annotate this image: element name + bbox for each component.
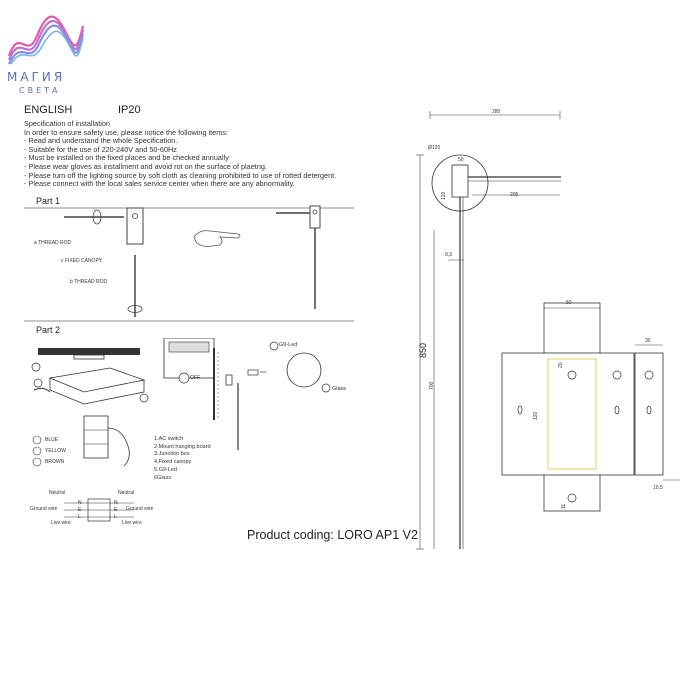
- product-coding: Product coding: LORO AP1 V2: [247, 528, 418, 542]
- wiring-live-right: Live wire: [122, 520, 142, 526]
- pointing-hand-icon: [193, 230, 241, 247]
- color-blue: BLUE: [45, 437, 59, 443]
- wiring-ground-right: Ground wire: [126, 506, 154, 512]
- wiring-e-left: E: [78, 507, 82, 513]
- glass-label: Glass: [332, 386, 347, 392]
- component-item: 1.AC switch: [154, 436, 184, 442]
- dim-bracket-width: 50: [566, 300, 572, 306]
- wiring-ground-left: Ground wire: [30, 506, 58, 512]
- assembled-lamp-icon: [276, 205, 321, 309]
- wiring-e-right: E: [114, 507, 118, 513]
- label-thread-rod-b: b THREAD ROD: [70, 279, 108, 285]
- dim-9-3: 9,3: [445, 252, 452, 258]
- component-item: 6Glass: [154, 474, 172, 481]
- thread-rod-b-icon: [127, 255, 143, 317]
- dim-205: 205: [510, 192, 519, 198]
- ceiling-mount-icon: [31, 348, 149, 405]
- dim-side-width: 30: [645, 338, 651, 344]
- spec-line: In order to ensure safety use, please no…: [24, 127, 229, 137]
- dim-bracket-height: 120: [533, 411, 539, 420]
- color-yellow: YELLOW: [45, 448, 66, 454]
- fixed-canopy-icon: [126, 207, 144, 245]
- part2-title: Part 2: [36, 325, 61, 335]
- off-label: OFF: [190, 375, 200, 381]
- g9-led-bulb-icon: [247, 341, 279, 376]
- dim-120-diameter: Ø120: [428, 145, 441, 151]
- dim-280: 280: [492, 109, 501, 115]
- spec-title: Specification of installation: [24, 119, 110, 128]
- dim-side-bottom: 10,5: [653, 485, 663, 491]
- color-brown: BROWN: [45, 459, 65, 465]
- wiring-live: Live wire: [51, 520, 71, 526]
- wiring-l-right: L: [114, 514, 117, 520]
- dim-50: 50: [458, 157, 464, 163]
- wiring-l-left: L: [78, 514, 81, 520]
- label-fixed-canopy: c FIXED CANOPY: [61, 258, 103, 264]
- component-item: 5.G9-Led: [154, 466, 177, 473]
- wall-lamp-side-icon: [213, 348, 239, 450]
- label-thread-rod-a: a THREAD ROD: [34, 240, 72, 246]
- wiring-block-icon: [32, 415, 130, 467]
- components-list: 1.AC switch 2.Mount hanging board 3.Junc…: [154, 436, 211, 482]
- technical-drawing: [416, 111, 680, 550]
- part1-illustration: [64, 205, 321, 317]
- ip-rating: IP20: [118, 104, 141, 116]
- spec-line: - Must be installed on the fixed places …: [24, 153, 229, 163]
- dim-700: 700: [429, 381, 435, 390]
- dim-850: 850: [418, 342, 428, 358]
- dim-bracket-bottom: 11: [561, 503, 567, 509]
- wiring-neutral-left: Neutral: [49, 490, 66, 496]
- spec-line: - Please turn off the lighting source by…: [24, 170, 337, 180]
- spec-line: - Read and understand the whole Specific…: [24, 136, 178, 146]
- dim-120: 120: [441, 191, 447, 200]
- logo-subtitle: СВЕТА: [19, 86, 61, 95]
- wiring-n-right: N: [114, 500, 118, 506]
- glass-shade-icon: [286, 352, 331, 393]
- language-label: ENGLISH: [24, 104, 73, 116]
- spec-line: - Please wear gloves as installment and …: [24, 161, 267, 171]
- component-item: 2.Mount hanging board: [154, 443, 211, 450]
- part2-divider: [24, 320, 354, 322]
- logo-title: МАГИЯ: [7, 70, 66, 84]
- wiring-neutral-right: Neutral: [118, 490, 135, 496]
- brand-logo: МАГИЯ СВЕТА: [5, 6, 85, 96]
- component-item: 4.Fixed canopy: [154, 459, 192, 466]
- part1-divider: [24, 207, 354, 209]
- part2-illustration: [31, 338, 331, 522]
- part1-title: Part 1: [36, 196, 61, 206]
- terminal-block-icon: [64, 498, 134, 522]
- switch-detail-icon: [163, 338, 215, 384]
- thread-rod-a-icon: [64, 209, 124, 225]
- g9-led-label: G9-Led: [279, 342, 298, 348]
- logo-wave-icon: [7, 15, 85, 65]
- spec-block: Specification of installation In order t…: [24, 119, 364, 189]
- component-item: 3.Junction box: [154, 451, 190, 458]
- spec-line: - Please connect with the local sales se…: [24, 179, 295, 189]
- dim-bracket-top: 20: [558, 362, 564, 368]
- wiring-n-left: N: [78, 500, 82, 506]
- spec-line: - Suitable for the use of 220-240V and 5…: [24, 144, 177, 154]
